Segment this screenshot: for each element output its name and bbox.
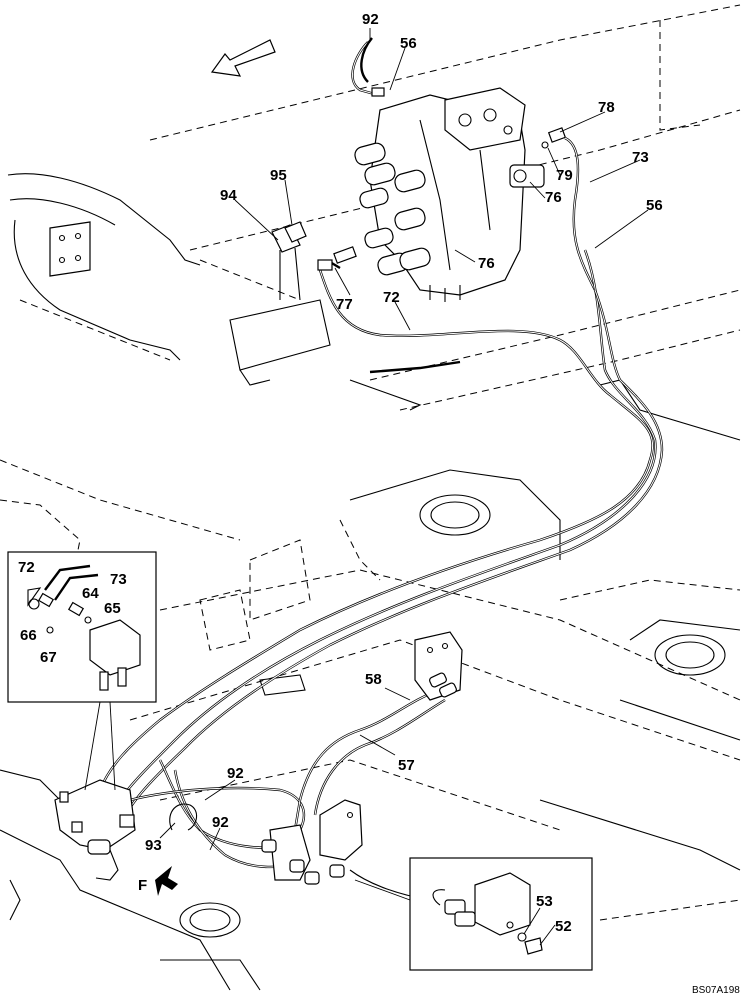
lower-hoses [129,688,446,901]
solenoid-valve-assembly [54,779,136,881]
pressure-switch-94-95 [271,221,357,301]
callout-76: 76 [478,255,495,272]
callout-79: 79 [556,167,573,184]
callout-67: 67 [40,649,57,666]
control-valve [354,87,545,302]
view-f-arrow-icon [155,866,178,896]
callout-52: 52 [555,918,572,935]
callout-93: 93 [145,837,162,854]
callout-92: 92 [362,11,379,28]
drawing-code: BS07A198 [692,985,740,996]
upper-frame-outline [7,4,741,441]
callout-57: 57 [398,757,415,774]
callout-95: 95 [270,167,287,184]
callout-66: 66 [20,627,37,644]
callout-72: 72 [18,559,35,576]
callout-65: 65 [104,600,121,617]
callout-64: 64 [82,585,99,602]
callout-leaders [159,28,649,946]
valve-block-76 [509,164,545,188]
callout-78: 78 [598,99,615,116]
callout-56: 56 [646,197,663,214]
callout-72: 72 [383,289,400,306]
callout-76: 76 [545,189,562,206]
hose-56-top [351,37,385,97]
callout-92: 92 [212,814,229,831]
inset-fittings-detail [7,551,157,791]
callout-53: 53 [536,893,553,910]
callout-73: 73 [632,149,649,166]
pilot-hose-bundle [98,249,664,809]
inset-solenoid-detail [354,857,593,971]
callout-56: 56 [400,35,417,52]
callout-labels: 92 56 78 73 79 76 56 95 94 76 77 72 72 7… [18,11,740,996]
callout-77: 77 [336,296,353,313]
junction-block [261,799,363,885]
travel-valve [414,631,463,701]
hose-clamp-93 [169,803,198,831]
callout-92: 92 [227,765,244,782]
frame-bracket-left [49,221,91,277]
callout-94: 94 [220,187,237,204]
direction-arrow-icon [210,39,276,77]
view-f-label: F [138,877,147,894]
callout-58: 58 [365,671,382,688]
callout-73: 73 [110,571,127,588]
